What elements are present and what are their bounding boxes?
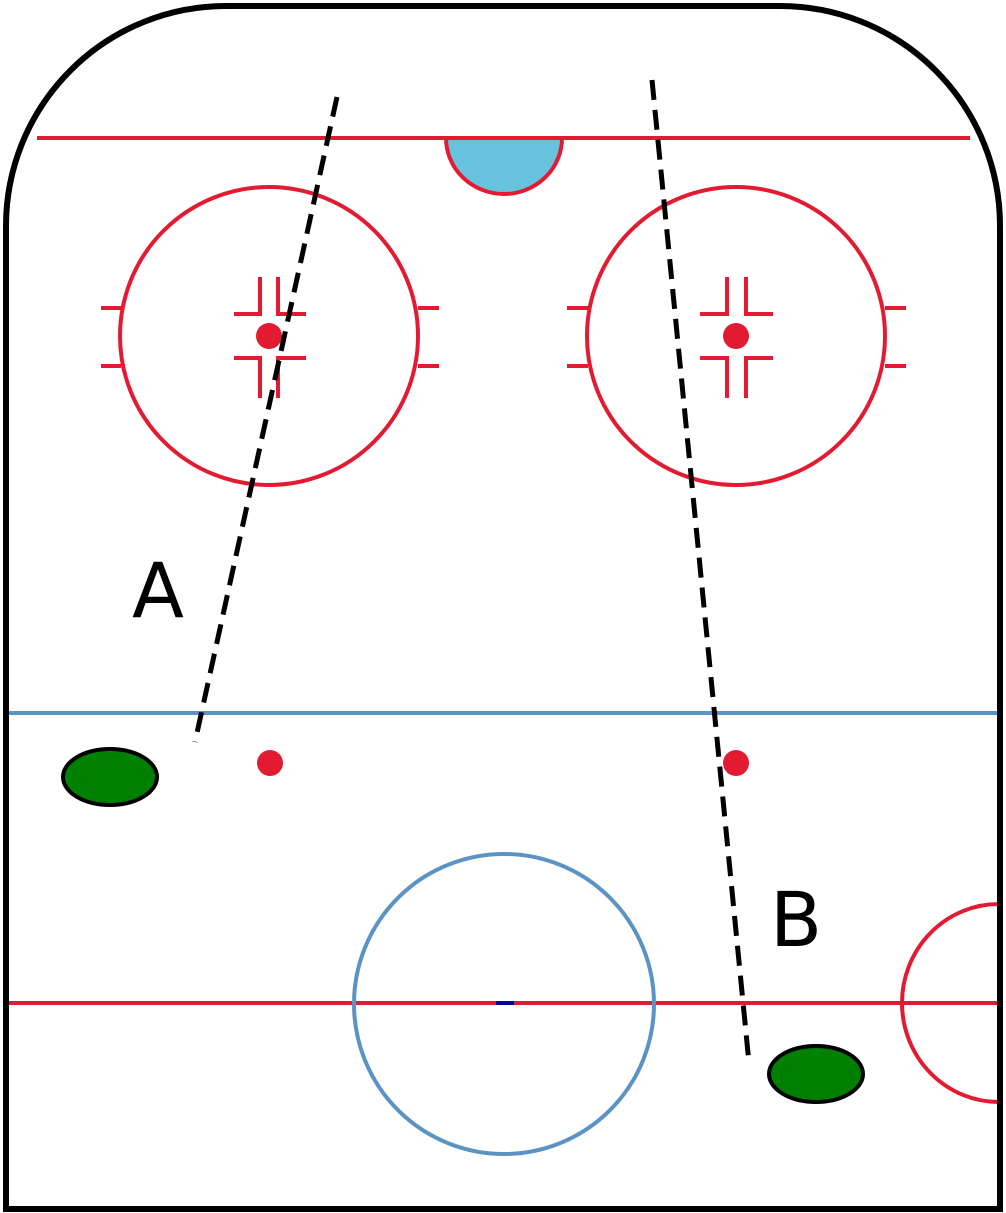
faceoff-dot-right bbox=[723, 323, 749, 349]
path-a-dashed-line bbox=[192, 96, 340, 743]
faceoff-dot-left bbox=[256, 323, 282, 349]
label-b: B bbox=[770, 875, 822, 964]
goal-crease bbox=[443, 136, 565, 196]
rink-boards bbox=[3, 2, 1003, 1212]
path-b-dashed-line bbox=[649, 79, 752, 1064]
neutral-dot-right bbox=[723, 750, 749, 776]
faceoff-circle-left bbox=[101, 185, 439, 487]
label-a: A bbox=[132, 546, 184, 635]
player-right-marker bbox=[767, 1044, 865, 1104]
neutral-dot-left bbox=[257, 750, 283, 776]
player-left-marker bbox=[61, 747, 159, 807]
center-circle bbox=[352, 852, 656, 1156]
referee-crease bbox=[900, 902, 1000, 1104]
faceoff-circle-right bbox=[567, 185, 906, 487]
